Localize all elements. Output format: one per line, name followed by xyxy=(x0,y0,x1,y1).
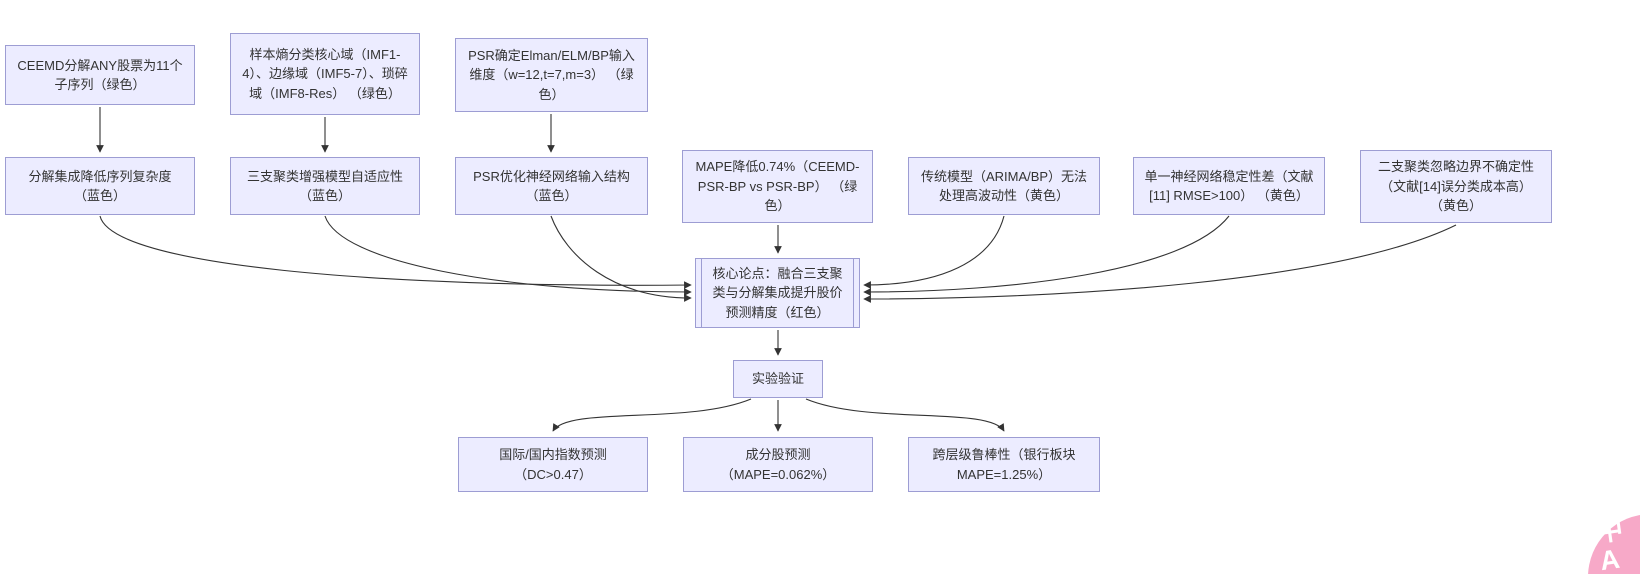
node-three-way-clustering-benefit: 三支聚类增强模型自适应性（蓝色） xyxy=(230,157,420,215)
edge-psrbenefit-to-core xyxy=(550,215,692,302)
node-two-way-clustering-limitation: 二支聚类忽略边界不确定性（文献[14]误分类成本高）（黄色） xyxy=(1360,150,1552,223)
node-component-stock-prediction: 成分股预测（MAPE=0.062%） xyxy=(683,437,873,492)
node-index-prediction: 国际/国内指数预测（DC>0.47） xyxy=(458,437,648,492)
node-ceemd-decomposition: CEEMD分解ANY股票为11个子序列（绿色） xyxy=(5,45,195,105)
node-psr-input-dimension: PSR确定Elman/ELM/BP输入维度（w=12,t=7,m=3） （绿色） xyxy=(455,38,648,112)
node-psr-optimization-benefit: PSR优化神经网络输入结构（蓝色） xyxy=(455,157,648,215)
edge-twoway-to-core xyxy=(863,224,1457,303)
node-core-thesis: 核心论点：融合三支聚类与分解集成提升股价预测精度（红色） xyxy=(695,258,860,328)
translate-badge-label: 中A xyxy=(1593,514,1625,574)
node-experiment-validation: 实验验证 xyxy=(733,360,823,398)
edge-traditional-to-core xyxy=(863,215,1005,289)
node-traditional-model-limitation: 传统模型（ARIMA/BP）无法处理高波动性（黄色） xyxy=(908,157,1100,215)
edge-singlenn-to-core xyxy=(863,215,1230,296)
node-decomposition-benefit: 分解集成降低序列复杂度（蓝色） xyxy=(5,157,195,215)
node-sample-entropy-domains: 样本熵分类核心域（IMF1-4）、边缘域（IMF5-7）、琐碎域（IMF8-Re… xyxy=(230,33,420,115)
translate-badge[interactable]: 中A xyxy=(1588,514,1640,574)
edge-experiment-to-robustness xyxy=(805,398,1005,432)
edge-decomp-to-core xyxy=(99,215,692,289)
node-single-nn-limitation: 单一神经网络稳定性差（文献[11] RMSE>100） （黄色） xyxy=(1133,157,1325,215)
node-mape-reduction: MAPE降低0.74%（CEEMD-PSR-BP vs PSR-BP） （绿色） xyxy=(682,150,873,223)
node-cross-level-robustness: 跨层级鲁棒性（银行板块 MAPE=1.25%） xyxy=(908,437,1100,492)
edge-threeway-to-core xyxy=(324,215,692,296)
edge-experiment-to-index xyxy=(552,398,752,432)
